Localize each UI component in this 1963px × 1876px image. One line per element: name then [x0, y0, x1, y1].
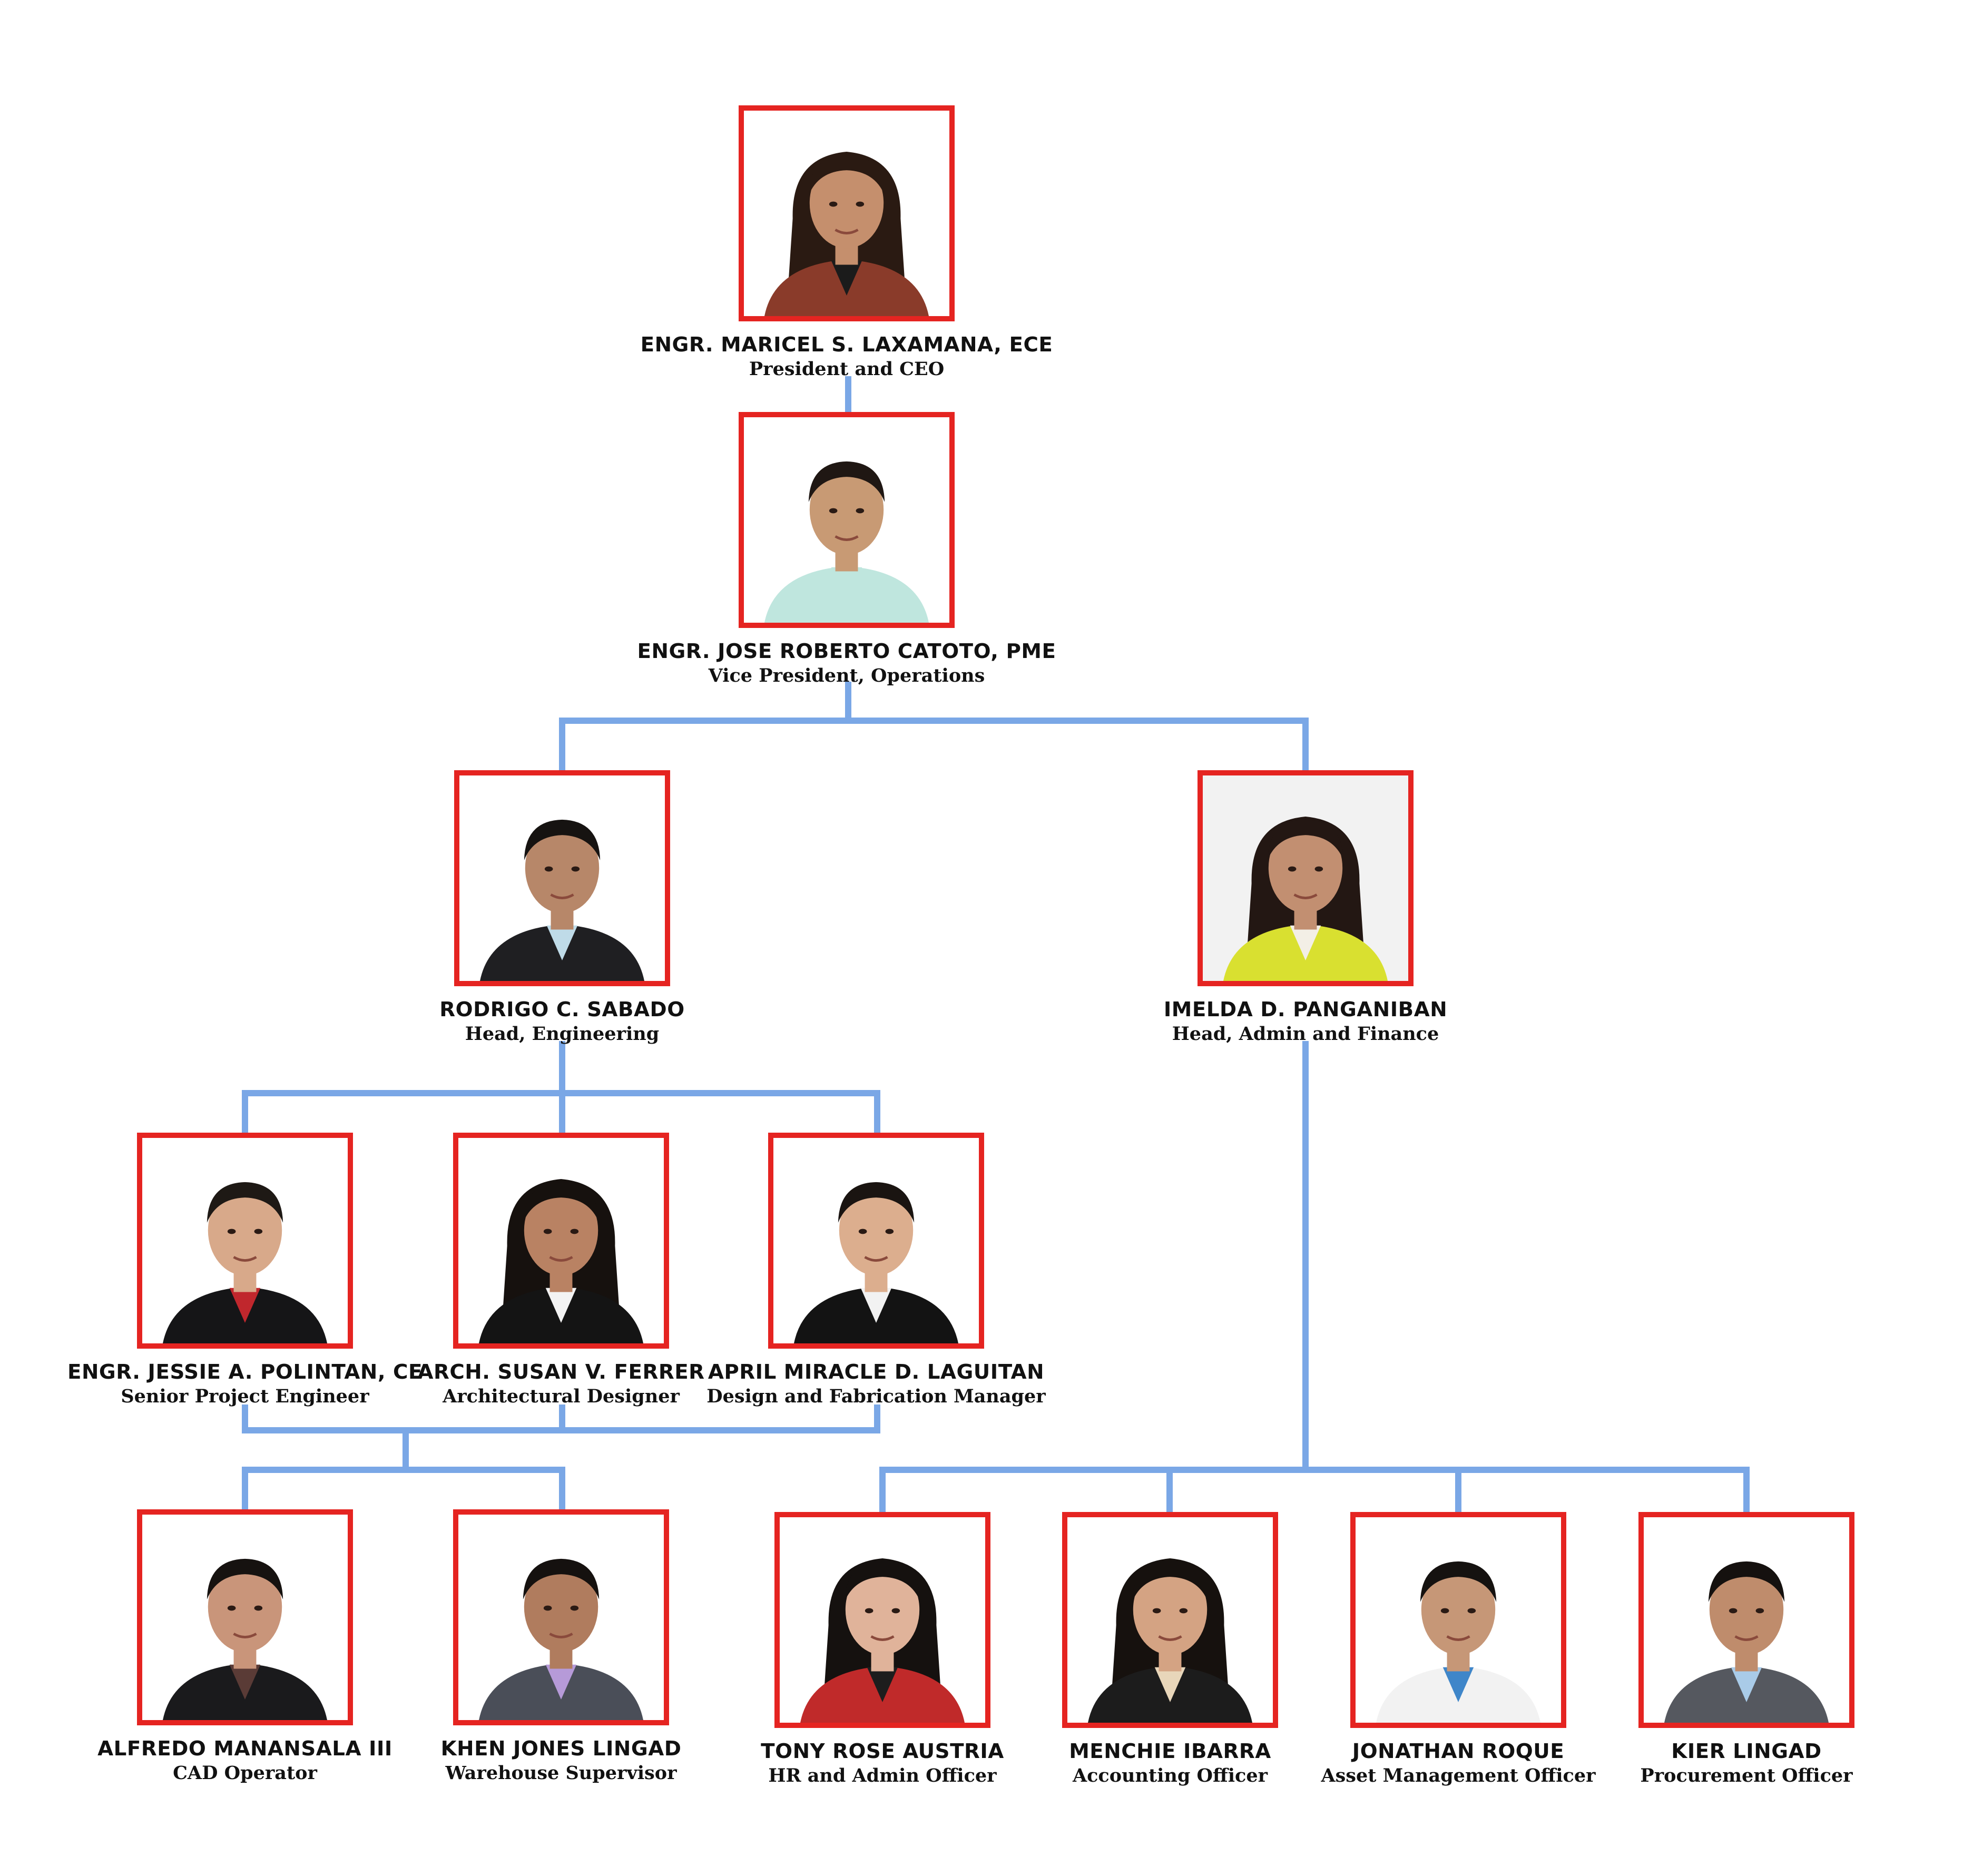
- portrait-photo: [739, 412, 955, 628]
- person-role: Head, Admin and Finance: [1172, 1023, 1439, 1045]
- person-name: ENGR. JOSE ROBERTO CATOTO, PME: [637, 640, 1056, 663]
- person-name: RODRIGO C. SABADO: [439, 998, 685, 1021]
- person-role: Warehouse Supervisor: [445, 1762, 677, 1784]
- person-name: ENGR. JESSIE A. POLINTAN, CE: [67, 1360, 423, 1383]
- person-name: KHEN JONES LINGAD: [440, 1737, 682, 1760]
- portrait-photo: [454, 770, 670, 986]
- person-name: ARCH. SUSAN V. FERRER: [417, 1360, 705, 1383]
- portrait-photo: [774, 1512, 990, 1728]
- portrait-photo: [137, 1133, 353, 1349]
- person-role: Procurement Officer: [1640, 1765, 1853, 1786]
- person-role: Architectural Designer: [443, 1386, 680, 1407]
- portrait-photo: [453, 1133, 669, 1349]
- person-name: JONATHAN ROQUE: [1352, 1740, 1565, 1763]
- portrait-photo: [739, 105, 955, 321]
- portrait-photo: [1638, 1512, 1854, 1728]
- portrait-photo: [1350, 1512, 1566, 1728]
- person-role: Head, Engineering: [465, 1023, 660, 1045]
- person-name: KIER LINGAD: [1671, 1740, 1822, 1763]
- portrait-photo: [137, 1509, 353, 1725]
- portrait-photo: [768, 1133, 984, 1349]
- person-role: President and CEO: [749, 358, 945, 380]
- person-name: ALFREDO MANANSALA III: [97, 1737, 392, 1760]
- portrait-photo: [453, 1509, 669, 1725]
- person-name: IMELDA D. PANGANIBAN: [1163, 998, 1448, 1021]
- person-role: Asset Management Officer: [1321, 1765, 1596, 1786]
- person-name: APRIL MIRACLE D. LAGUITAN: [708, 1360, 1045, 1383]
- person-role: Accounting Officer: [1072, 1765, 1268, 1786]
- portrait-photo: [1198, 770, 1414, 986]
- portrait-photo: [1062, 1512, 1278, 1728]
- person-role: Vice President, Operations: [708, 665, 985, 686]
- person-role: Design and Fabrication Manager: [706, 1386, 1046, 1407]
- person-name: TONY ROSE AUSTRIA: [761, 1740, 1004, 1763]
- person-role: HR and Admin Officer: [768, 1765, 997, 1786]
- person-name: ENGR. MARICEL S. LAXAMANA, ECE: [640, 333, 1053, 356]
- person-name: MENCHIE IBARRA: [1069, 1740, 1271, 1763]
- person-role: CAD Operator: [173, 1762, 317, 1784]
- person-role: Senior Project Engineer: [121, 1386, 369, 1407]
